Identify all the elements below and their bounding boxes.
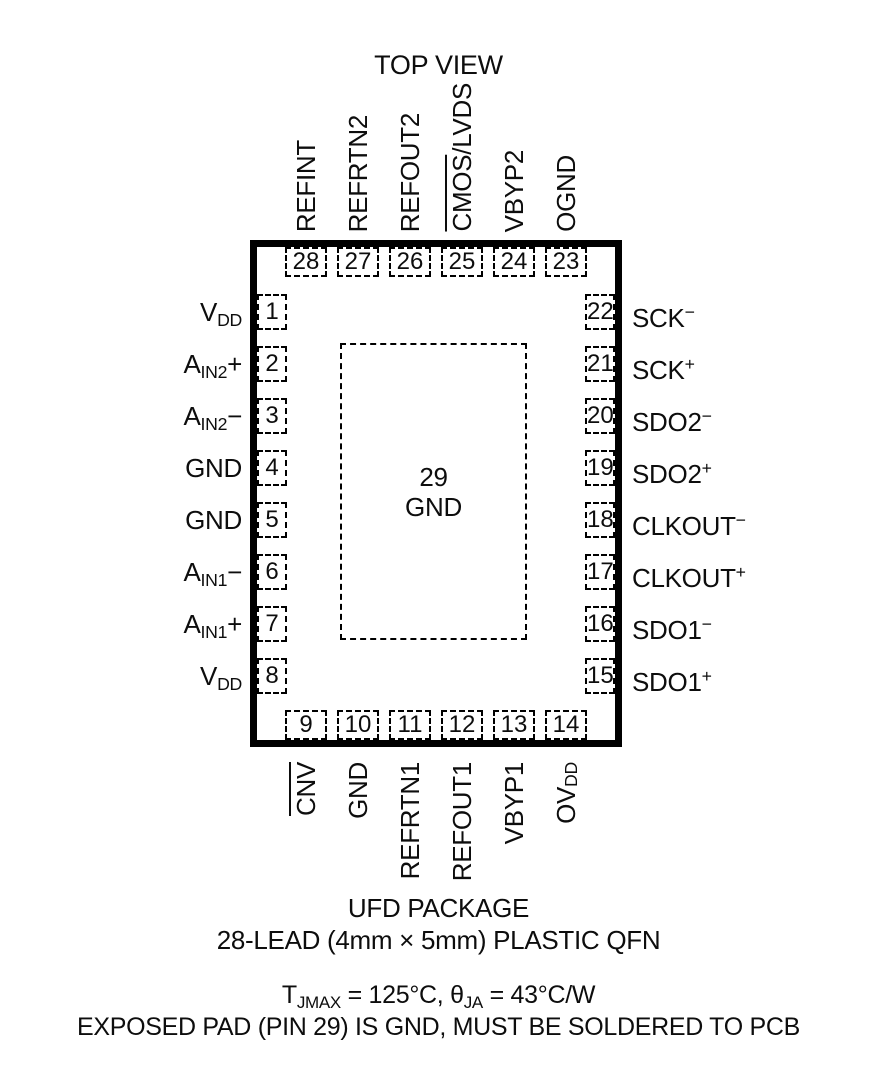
exposed-pad: 29 GND xyxy=(340,343,527,640)
pin-pad-22: 22 xyxy=(585,294,615,330)
pin-pad-4: 4 xyxy=(257,450,287,486)
pin-label-22: SCK− xyxy=(632,302,695,333)
pin-pad-5: 5 xyxy=(257,502,287,538)
pin-label-10: GND xyxy=(343,762,373,819)
package-name: UFD PACKAGE xyxy=(347,893,530,923)
diagram-title: TOP VIEW xyxy=(374,50,503,80)
exposed-pad-note: EXPOSED PAD (PIN 29) IS GND, MUST BE SOL… xyxy=(76,1013,800,1041)
pin-pad-12: 12 xyxy=(441,710,483,740)
pin-label-19: SDO2+ xyxy=(632,458,712,489)
pin-pad-18: 18 xyxy=(585,502,615,538)
pin-label-25: CMOS/LVDS xyxy=(447,83,477,232)
pin-pad-1: 1 xyxy=(257,294,287,330)
pin-label-26: REFOUT2 xyxy=(395,112,425,232)
pin-pad-15: 15 xyxy=(585,658,615,694)
pin-label-27: REFRTN2 xyxy=(343,114,373,232)
pin-label-20: SDO2− xyxy=(632,406,712,437)
exposed-pad-number: 29 xyxy=(419,461,448,492)
pin-pad-19: 19 xyxy=(585,450,615,486)
pin-label-6: AIN1− xyxy=(183,557,242,590)
pin-pad-8: 8 xyxy=(257,658,287,694)
pin-label-14: OVDD xyxy=(551,762,581,824)
pin-pad-28: 28 xyxy=(285,247,327,277)
package-description: 28-LEAD (4mm × 5mm) PLASTIC QFN xyxy=(216,925,661,955)
pin-pad-20: 20 xyxy=(585,398,615,434)
pin-pad-10: 10 xyxy=(337,710,379,740)
pin-label-18: CLKOUT− xyxy=(632,510,746,541)
pin-pad-9: 9 xyxy=(285,710,327,740)
thermal-info: TJMAX = 125°C, θJA = 43°C/W xyxy=(281,981,596,1012)
pin-label-4: GND xyxy=(185,453,242,483)
pin-pad-23: 23 xyxy=(545,247,587,277)
pin-pad-2: 2 xyxy=(257,346,287,382)
pin-pad-16: 16 xyxy=(585,606,615,642)
pin-pad-11: 11 xyxy=(389,710,431,740)
pin-label-11: REFRTN1 xyxy=(395,762,425,880)
pin-pad-26: 26 xyxy=(389,247,431,277)
pin-label-28: REFINT xyxy=(291,139,321,232)
pin-pad-6: 6 xyxy=(257,554,287,590)
exposed-pad-label: GND xyxy=(405,491,462,522)
pin-label-3: AIN2− xyxy=(183,401,242,434)
pin-label-9: CNV xyxy=(291,762,321,816)
pin-label-13: VBYP1 xyxy=(499,762,529,845)
pin-label-12: REFOUT1 xyxy=(447,762,477,882)
pin-label-24: VBYP2 xyxy=(499,149,529,232)
pin-pad-21: 21 xyxy=(585,346,615,382)
pin-pad-17: 17 xyxy=(585,554,615,590)
pin-pad-13: 13 xyxy=(493,710,535,740)
pin-label-16: SDO1− xyxy=(632,614,712,645)
pin-label-1: VDD xyxy=(200,297,242,330)
pin-pad-14: 14 xyxy=(545,710,587,740)
pin-pad-7: 7 xyxy=(257,606,287,642)
pin-label-8: VDD xyxy=(200,661,242,694)
pin-label-17: CLKOUT+ xyxy=(632,562,746,593)
pin-pad-3: 3 xyxy=(257,398,287,434)
pin-label-5: GND xyxy=(185,505,242,535)
pin-label-15: SDO1+ xyxy=(632,666,712,697)
pin-pad-24: 24 xyxy=(493,247,535,277)
pin-pad-25: 25 xyxy=(441,247,483,277)
pin-pad-27: 27 xyxy=(337,247,379,277)
pin-label-21: SCK+ xyxy=(632,354,695,385)
pin-label-23: OGND xyxy=(551,155,581,232)
package-outline xyxy=(250,240,622,747)
pin-label-2: AIN2+ xyxy=(183,349,242,382)
pin-label-7: AIN1+ xyxy=(183,609,242,642)
